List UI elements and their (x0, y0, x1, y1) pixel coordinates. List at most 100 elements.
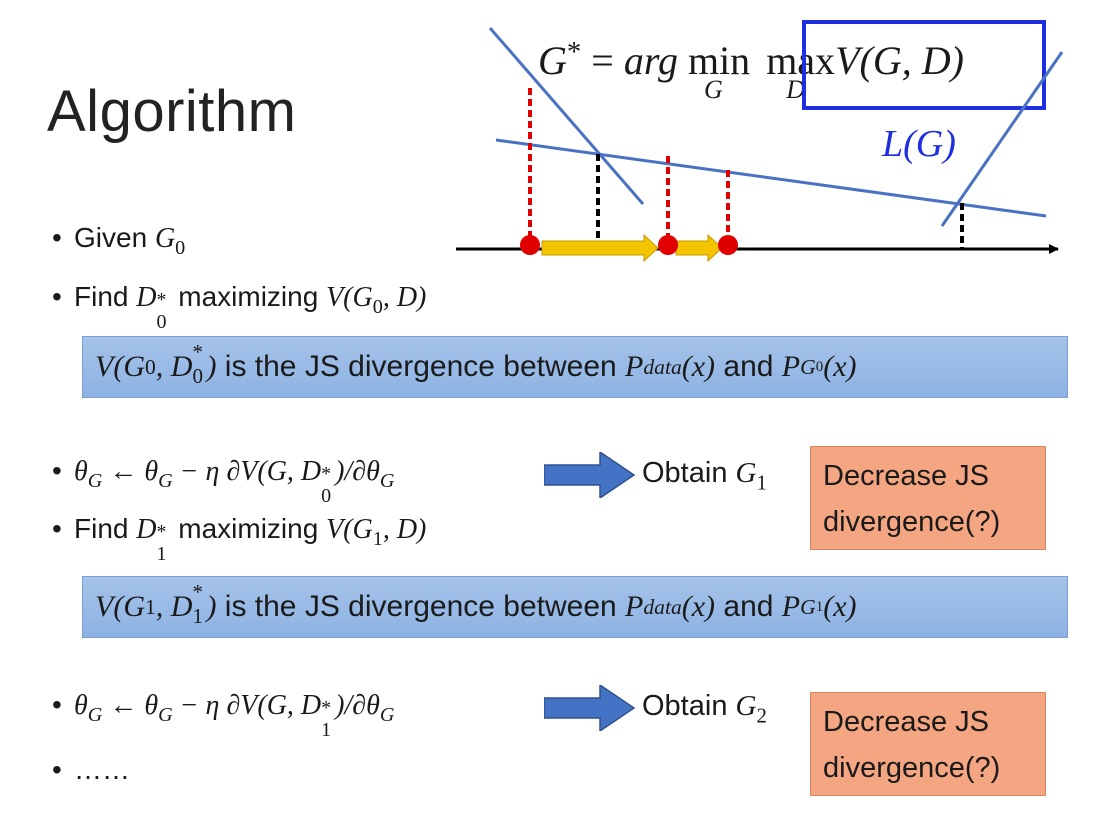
box2-v-sub: 1 (144, 594, 156, 619)
obtain2-sub: 2 (756, 703, 767, 728)
step-arrow-1 (541, 233, 659, 263)
box1-text: is the JS divergence between (216, 350, 626, 383)
u1-end: )/∂θ (335, 456, 380, 487)
box1-sup: * (192, 340, 203, 364)
u2-arrow: ← (102, 690, 145, 721)
box2-v-mid: , D (155, 590, 193, 623)
obtain2-var: G (735, 690, 757, 722)
bullet-update-1: •θG ← θG − η ∂V(G, D*0)/∂θG (52, 455, 395, 507)
eq-star: * (566, 36, 582, 68)
u1-r1: θ (144, 456, 159, 487)
find2-sup: * (156, 521, 167, 543)
box2-p2-sub: G (800, 594, 816, 619)
box1-p2-end: (x) (823, 350, 857, 383)
find1-v-end: , D) (382, 282, 427, 313)
u2-lhs: θ (74, 690, 88, 721)
box1-v-end: ) (206, 350, 217, 383)
bullet-find-d1: •Find D*1 maximizing V(G1, D) (52, 513, 427, 565)
eq-min-text: min (687, 37, 751, 83)
loss-label: L(G) (882, 123, 956, 165)
find1-v: V(G (326, 282, 373, 313)
slide-title: Algorithm (47, 79, 297, 144)
obtain1-text: Obtain (642, 457, 736, 489)
eq-sign: = (591, 37, 614, 83)
box2-p2-subsub: 1 (815, 598, 824, 615)
point-dot-2 (658, 235, 678, 255)
box1-p2-subsub: 0 (815, 358, 824, 375)
find2-v-end: , D) (382, 514, 427, 545)
u2-mid: − η ∂V(G, D (172, 690, 322, 721)
decrease1-line1: Decrease JS (823, 460, 990, 492)
find1-sup: * (156, 289, 167, 311)
box2-v-end: ) (206, 590, 217, 623)
decrease-js-box-2: Decrease JS divergence(?) (810, 692, 1046, 796)
obtain-g1: Obtain G1 (642, 457, 767, 495)
box2-p1-end: (x) (681, 590, 716, 623)
obtain-arrow-1 (544, 452, 636, 498)
given-sub: 0 (175, 237, 186, 260)
box2-p1-sub: data (643, 594, 682, 619)
box2-p2-end: (x) (823, 590, 857, 623)
u1-mid: − η ∂V(G, D (172, 456, 322, 487)
u1-r1-sub: G (158, 470, 173, 493)
find2-text: Find (74, 513, 137, 544)
find2-mid: maximizing (170, 513, 327, 544)
box1-v: V(G (95, 350, 145, 383)
bullet-find-d0: •Find D*0 maximizing V(G0, D) (52, 281, 427, 333)
u2-r1: θ (144, 690, 159, 721)
curve-line-2 (495, 138, 1047, 218)
box2-sup: * (192, 580, 203, 604)
box1-p2: P (781, 350, 801, 383)
eq-min-sub: G (703, 74, 723, 104)
find2-sub: 1 (156, 543, 167, 565)
box2-p2: P (781, 590, 801, 623)
box1-p1-end: (x) (681, 350, 716, 383)
box2-script: *1 (192, 580, 206, 628)
eq-max-text: max (766, 37, 836, 83)
find1-mid: maximizing (170, 281, 327, 312)
box2-v: V(G (95, 590, 145, 623)
find1-var: D (136, 282, 157, 313)
box2-text: is the JS divergence between (216, 590, 626, 623)
curve-line-3 (940, 51, 1064, 227)
decrease1-line2: divergence(?) (823, 506, 1001, 538)
find1-text: Find (74, 281, 137, 312)
decrease2-line2: divergence(?) (823, 752, 1001, 784)
loss-diagram (456, 20, 1064, 263)
box2-sub: 1 (192, 604, 203, 628)
box1-v-sub: 0 (144, 354, 156, 379)
eq-g: G (538, 37, 567, 83)
box1-p1: P (625, 350, 644, 383)
u2-sup: * (321, 697, 332, 719)
find1-v-sub: 0 (372, 296, 383, 319)
ellipsis-text: …… (74, 754, 130, 785)
u1-arrow: ← (102, 456, 145, 487)
decrease2-line1: Decrease JS (823, 706, 990, 738)
bullet-given: •Given G0 (52, 222, 186, 260)
obtain1-sub: 1 (756, 470, 767, 495)
point-dot-3 (718, 235, 738, 255)
box1-script: *0 (192, 340, 206, 388)
u1-sub: 0 (321, 485, 332, 507)
find2-var: D (136, 514, 157, 545)
bullet-ellipsis: •…… (52, 754, 130, 785)
box1-sub: 0 (192, 364, 203, 388)
u1-end-sub: G (379, 470, 395, 493)
obtain1-var: G (735, 457, 757, 489)
box2-and: and (715, 590, 782, 623)
obtain-g2: Obtain G2 (642, 690, 767, 728)
max-highlight-box (802, 20, 1046, 110)
bullet-update-2: •θG ← θG − η ∂V(G, D*1)/∂θG (52, 689, 395, 741)
given-var: G (154, 223, 176, 254)
eq-rhs: V(G, D) (835, 37, 964, 83)
box2-p1: P (625, 590, 644, 623)
u2-r1-sub: G (158, 704, 173, 727)
box1-v-mid: , D (155, 350, 193, 383)
u1-sup: * (321, 463, 332, 485)
point-dot-1 (520, 235, 540, 255)
box1-p2-sub: G (800, 354, 816, 379)
